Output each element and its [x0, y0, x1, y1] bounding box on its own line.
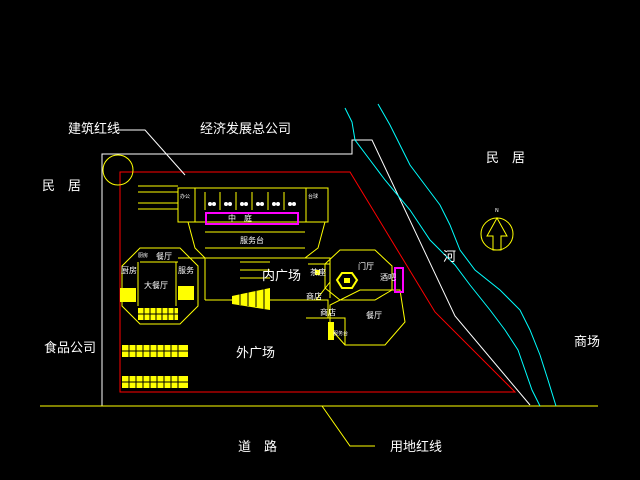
leader-red-line: [118, 129, 186, 176]
service-desk-label: 服务台: [240, 235, 264, 245]
red-line-building-label: 建筑红线: [68, 121, 120, 137]
parking-grid-dividers: [138, 308, 178, 320]
round-table-icon: [335, 272, 359, 289]
kitchen2-label: 厨房: [121, 265, 137, 275]
east-magenta-box: [394, 267, 404, 293]
land-boundary: [101, 139, 531, 406]
west-restaurant: [121, 247, 199, 325]
toilet-fixtures: [208, 202, 296, 206]
outer-plaza-label: 外广场: [236, 346, 275, 361]
central-building: [178, 221, 331, 300]
atrium-label: 中 庭: [228, 213, 252, 223]
east-wall-block: [328, 322, 334, 340]
land-red-line-label: 用地红线: [390, 439, 442, 455]
atrium-box: [205, 212, 299, 225]
west-wall-fill: [120, 288, 136, 302]
residential-right-label: 民 居: [486, 151, 525, 166]
store2-label: 商店: [320, 307, 336, 317]
inner-plaza-label: 内广场: [262, 268, 301, 284]
store1-label: 商店: [306, 291, 322, 301]
north-label: N: [495, 208, 499, 214]
red-line-marker: [102, 154, 134, 186]
east-small-block: [315, 270, 320, 275]
residential-left-label: 民 居: [42, 179, 81, 194]
stairs: [205, 288, 300, 310]
bar-label: 酒吧: [380, 273, 396, 282]
parking-row-dividers: [122, 345, 188, 388]
billiards-label: 台球: [308, 193, 318, 200]
river-bank-2: [377, 103, 557, 407]
parking-lines: [138, 185, 178, 210]
north-building: [177, 187, 329, 223]
banquet-hall-label: 大餐厅: [144, 280, 168, 290]
leader-land-line: [321, 405, 375, 447]
east-complex: [300, 249, 406, 346]
lounge-label: 门厅: [358, 261, 374, 271]
tea-room-label: 茶座: [310, 267, 326, 277]
staff-room-label: 服务: [178, 265, 194, 275]
road-label: 道 路: [238, 439, 277, 455]
service-station-label: 服务台: [333, 330, 348, 337]
restaurant-right-label: 餐厅: [366, 311, 382, 320]
north-arrow-icon: [480, 216, 514, 251]
market-label: 商场: [574, 335, 600, 350]
river-bank-1: [344, 107, 541, 407]
river-label: 河: [443, 250, 456, 265]
office-label: 办公: [180, 193, 190, 200]
company-label: 经济发展总公司: [200, 121, 291, 137]
kitchen1-label: 厨房: [138, 252, 148, 259]
east-wall-fill: [178, 286, 194, 300]
restaurant-left-label: 餐厅: [156, 252, 172, 261]
building-red-line: [119, 171, 517, 393]
food-company-label: 食品公司: [44, 340, 96, 356]
